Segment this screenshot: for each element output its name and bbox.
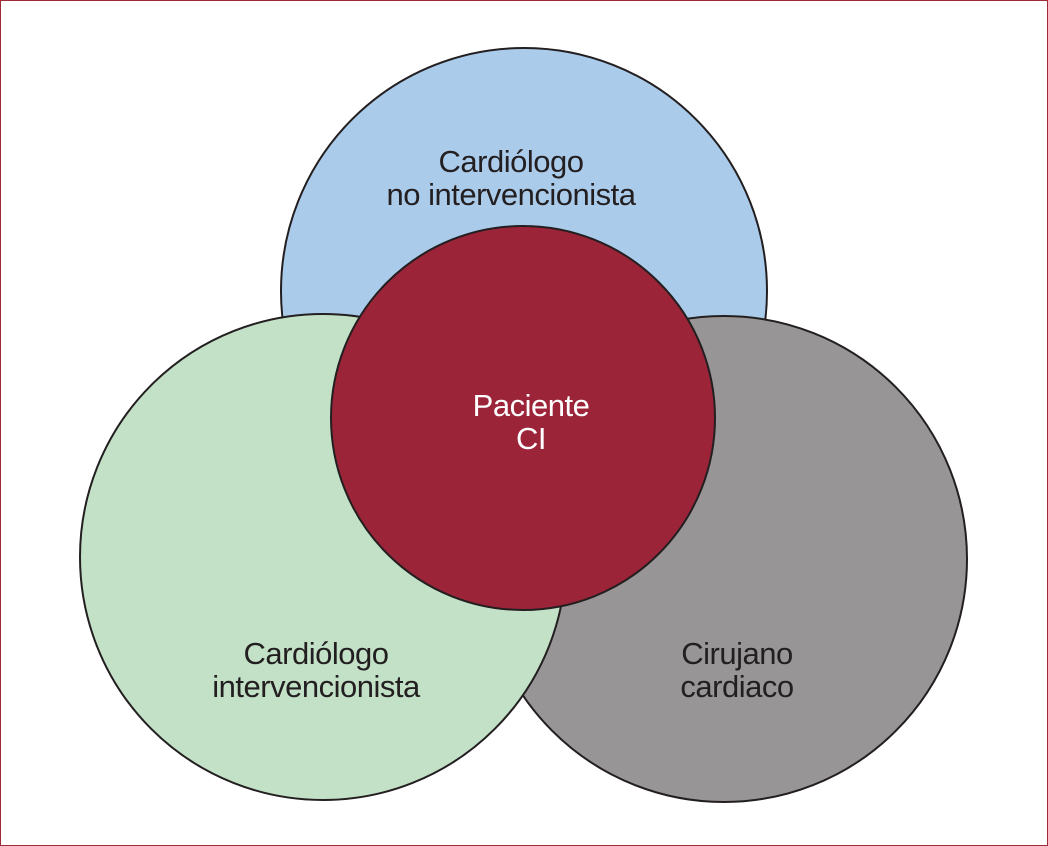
circle-paciente-ci <box>330 225 716 611</box>
label-right-line1: Cirujano <box>681 636 792 671</box>
label-center-line1: Paciente <box>473 388 590 423</box>
label-top-line2: no intervencionista <box>387 177 637 212</box>
label-left-line1: Cardiólogo <box>244 636 389 671</box>
label-top-line1: Cardiólogo <box>439 144 584 179</box>
label-center-line2: CI <box>516 421 546 456</box>
label-left-line2: intervencionista <box>212 669 421 704</box>
label-right-line2: cardiaco <box>680 669 793 704</box>
